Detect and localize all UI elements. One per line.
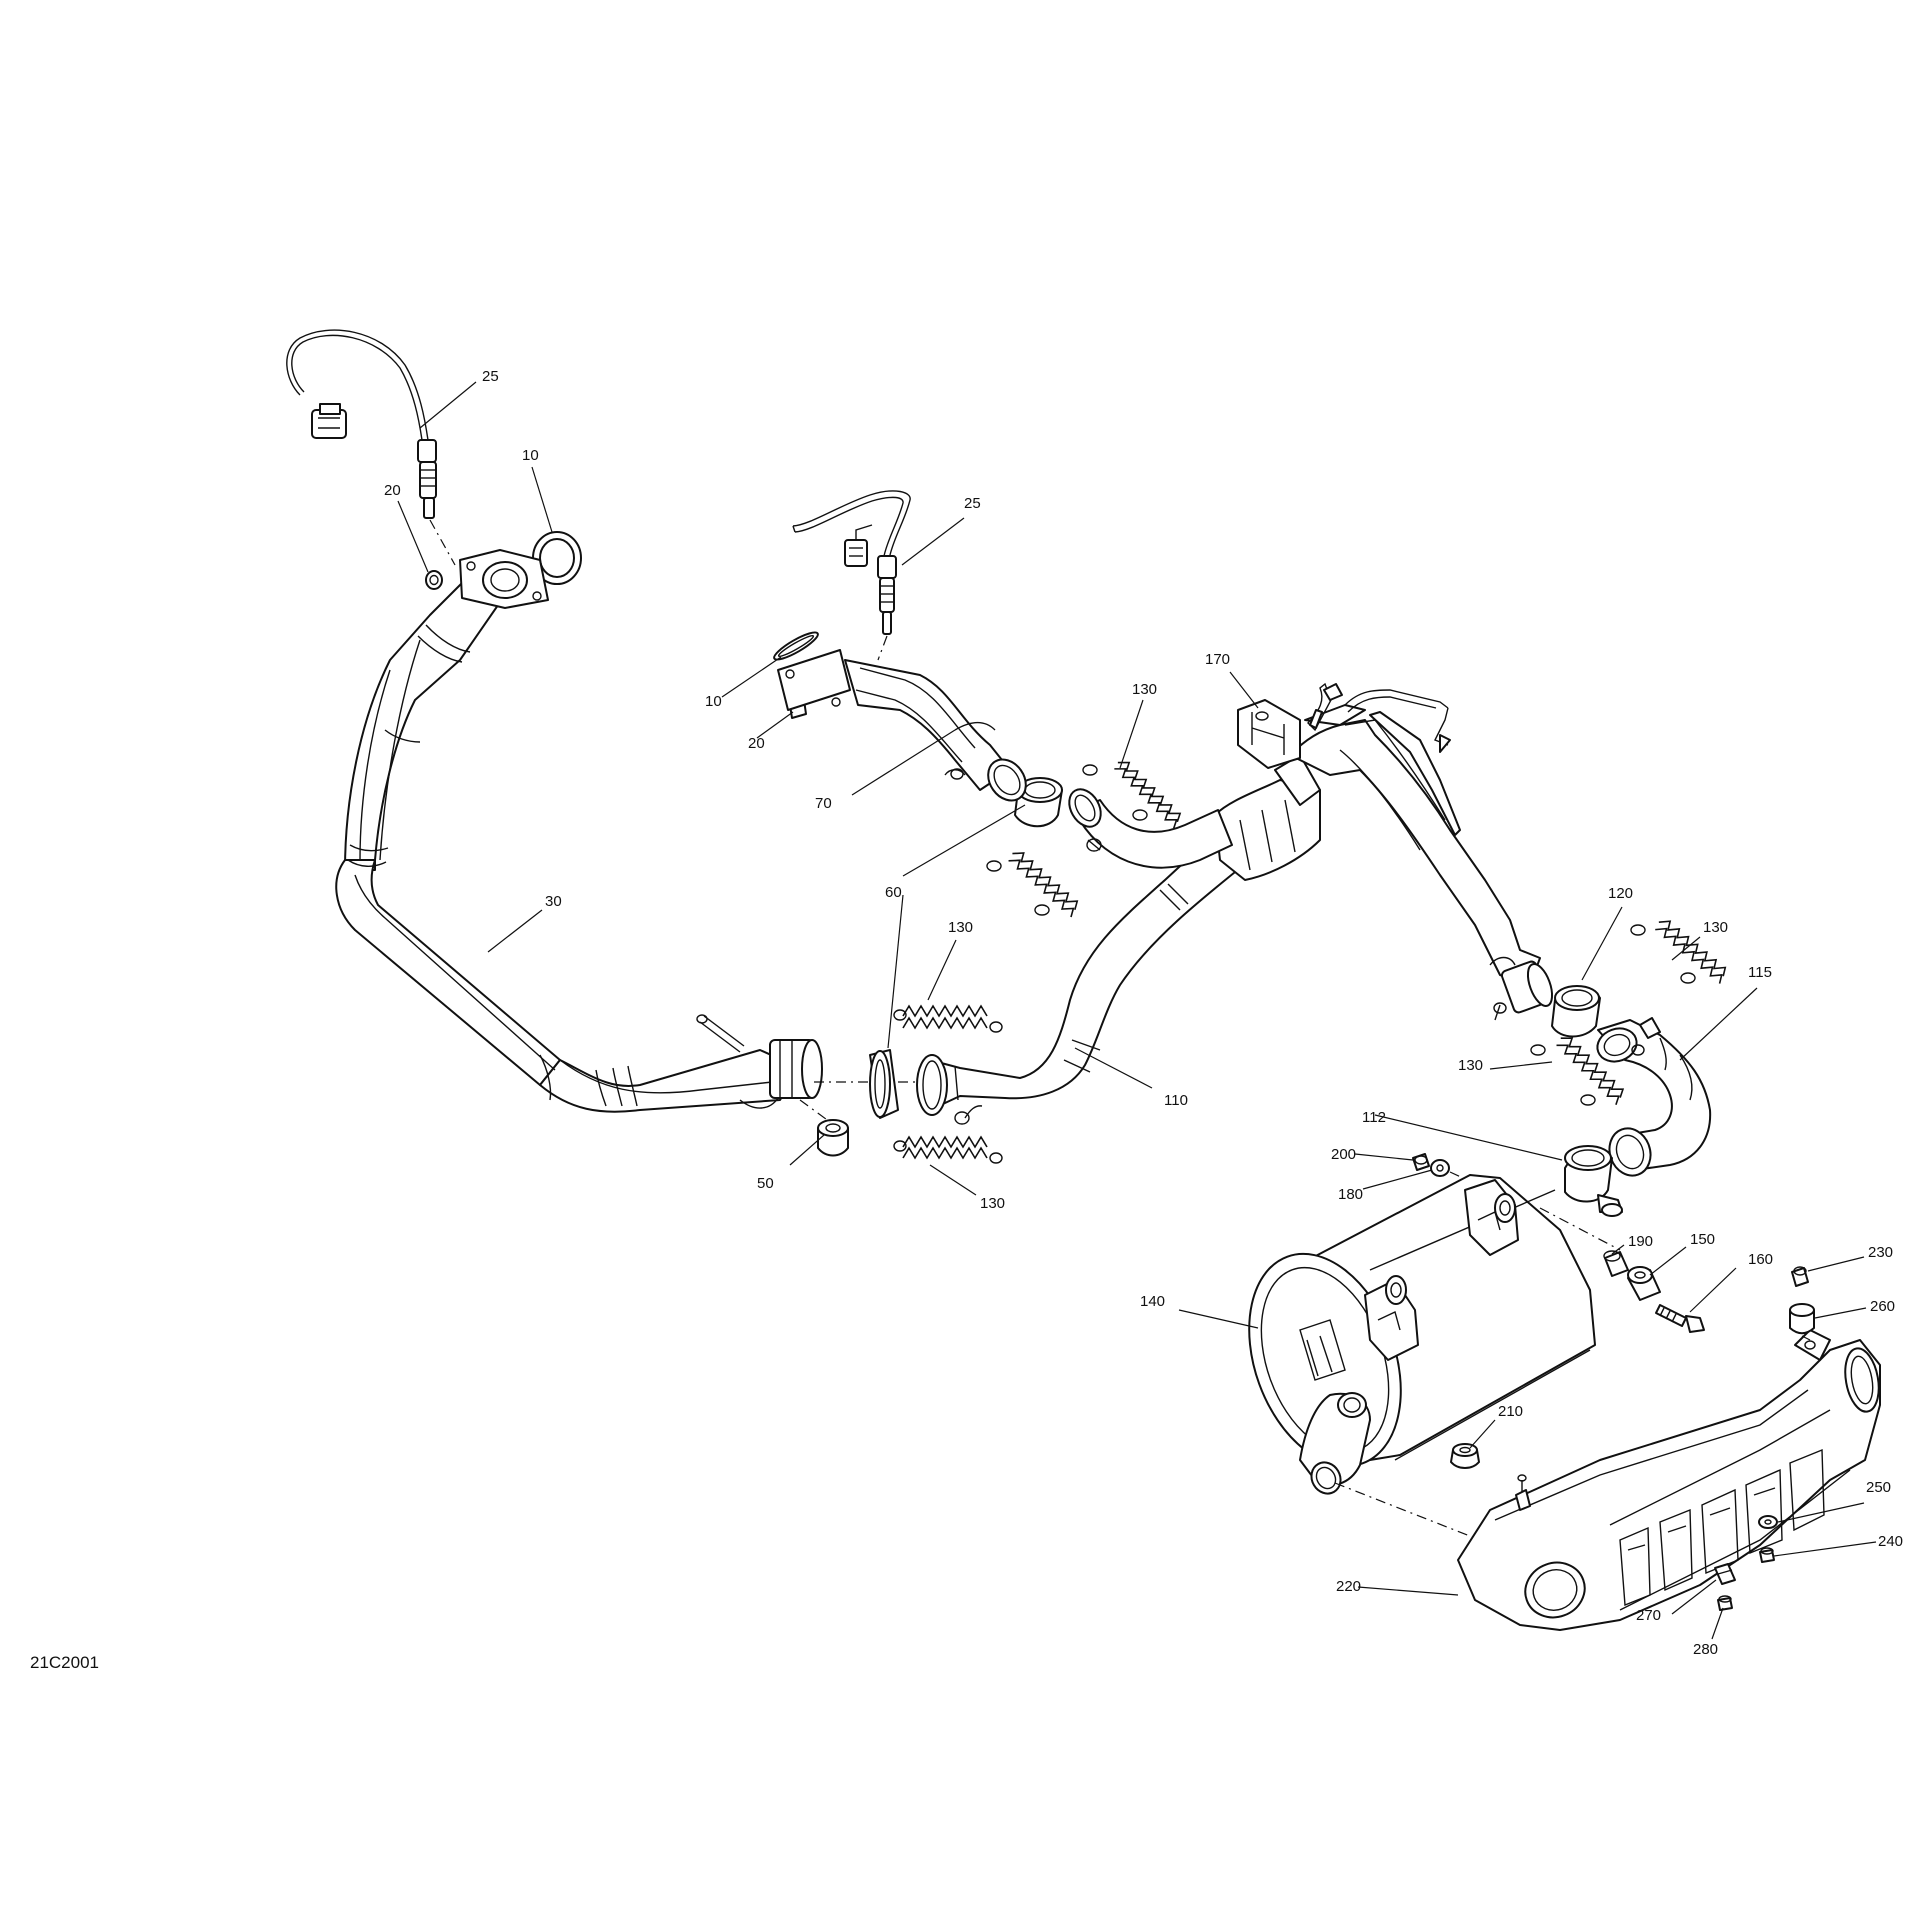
callout-130-c: 130 — [980, 1195, 1005, 1212]
callout-20-right: 20 — [748, 735, 765, 752]
callout-260: 260 — [1870, 1298, 1895, 1315]
part-130-spring-mid — [986, 852, 1079, 918]
part-50-grommet — [799, 1099, 849, 1157]
part-30-header-pipe — [335, 549, 823, 1113]
callout-180: 180 — [1338, 1186, 1363, 1203]
part-120-seal-right — [1551, 985, 1601, 1038]
callout-30: 30 — [545, 893, 562, 910]
callout-140: 140 — [1140, 1293, 1165, 1310]
callout-10-left: 10 — [522, 447, 539, 464]
callout-240: 240 — [1878, 1533, 1903, 1550]
part-260-spacer — [1789, 1303, 1815, 1341]
callout-160: 160 — [1748, 1251, 1773, 1268]
callout-20-left: 20 — [384, 482, 401, 499]
callout-130-e: 130 — [1458, 1057, 1483, 1074]
part-130-spring-right-upper — [1630, 920, 1727, 984]
callout-230: 230 — [1868, 1244, 1893, 1261]
part-140-muffler — [1248, 1174, 1621, 1541]
part-130-spring-left-upper — [893, 1004, 1003, 1033]
part-20-nut-left — [425, 570, 443, 590]
callout-labels: 25 10 20 25 10 20 70 170 130 60 130 30 1… — [384, 368, 1903, 1658]
part-150-grommet — [1627, 1266, 1661, 1301]
callout-130-d: 130 — [1703, 919, 1728, 936]
part-230-nut — [1791, 1266, 1809, 1287]
callout-115: 115 — [1748, 964, 1772, 981]
callout-170: 170 — [1205, 651, 1230, 668]
part-110-middle-pipe — [916, 682, 1554, 1125]
callout-280: 280 — [1693, 1641, 1718, 1658]
callout-130-a: 130 — [1132, 681, 1157, 698]
callout-110: 110 — [1164, 1092, 1188, 1109]
part-10-gasket-right — [773, 631, 819, 661]
part-220-heat-shield — [1457, 1329, 1881, 1631]
leader-lines — [397, 381, 1877, 1640]
callout-10-right: 10 — [705, 693, 722, 710]
part-190-spacer — [1603, 1250, 1629, 1277]
part-280-screw — [1717, 1595, 1733, 1611]
part-10-gasket-left — [532, 531, 582, 585]
callout-150: 150 — [1690, 1231, 1715, 1248]
callout-60: 60 — [885, 884, 902, 901]
part-25-oxygen-sensor-left — [286, 329, 456, 566]
callout-50: 50 — [757, 1175, 774, 1192]
part-25-oxygen-sensor-right — [792, 490, 911, 661]
part-130-spring-right-lower — [1530, 1037, 1625, 1106]
callout-200: 200 — [1331, 1146, 1356, 1163]
callout-190: 190 — [1628, 1233, 1653, 1250]
part-130-spring-upper — [1082, 761, 1182, 829]
part-160-bolt — [1655, 1304, 1705, 1333]
part-170-rubber-hanger — [1237, 699, 1301, 769]
callout-120: 120 — [1608, 885, 1633, 902]
callout-25-left: 25 — [482, 368, 499, 385]
callout-220: 220 — [1336, 1578, 1361, 1595]
callout-25-right: 25 — [964, 495, 981, 512]
callout-270: 270 — [1636, 1607, 1661, 1624]
callout-130-b: 130 — [948, 919, 973, 936]
part-130-spring-left-lower — [893, 1135, 1003, 1164]
part-60-seal — [814, 1049, 924, 1119]
part-270-clip — [1714, 1563, 1736, 1585]
part-240-bolt — [1759, 1547, 1775, 1563]
callout-250: 250 — [1866, 1479, 1891, 1496]
callout-112: 112 — [1362, 1109, 1386, 1126]
part-60-seal-upper — [1014, 777, 1063, 828]
part-112-clamp — [1564, 1145, 1623, 1217]
callout-210: 210 — [1498, 1403, 1523, 1420]
part-200-bolt — [1412, 1153, 1430, 1171]
part-210-rubber-foot — [1450, 1443, 1480, 1469]
callout-70: 70 — [815, 795, 832, 812]
part-70-rear-header — [777, 649, 1027, 802]
diagram-reference-id: 21C2001 — [30, 1653, 99, 1672]
part-250-washer — [1758, 1515, 1778, 1529]
